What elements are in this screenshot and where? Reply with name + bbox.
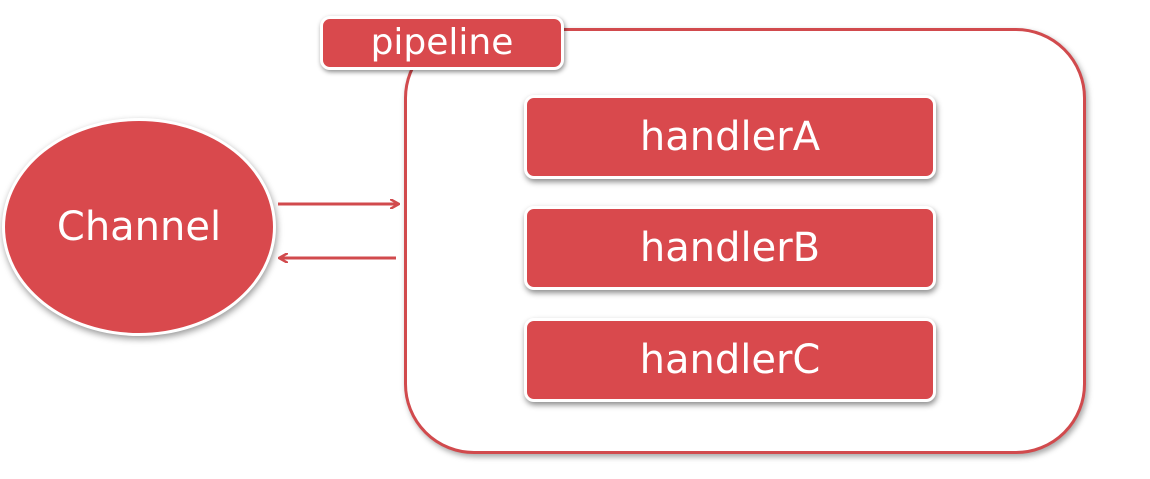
channel-node: Channel xyxy=(2,118,276,336)
pipeline-label: pipeline xyxy=(320,16,564,70)
handler-b: handlerB xyxy=(524,206,936,290)
handler-a: handlerA xyxy=(524,95,936,179)
handler-c: handlerC xyxy=(524,318,936,402)
